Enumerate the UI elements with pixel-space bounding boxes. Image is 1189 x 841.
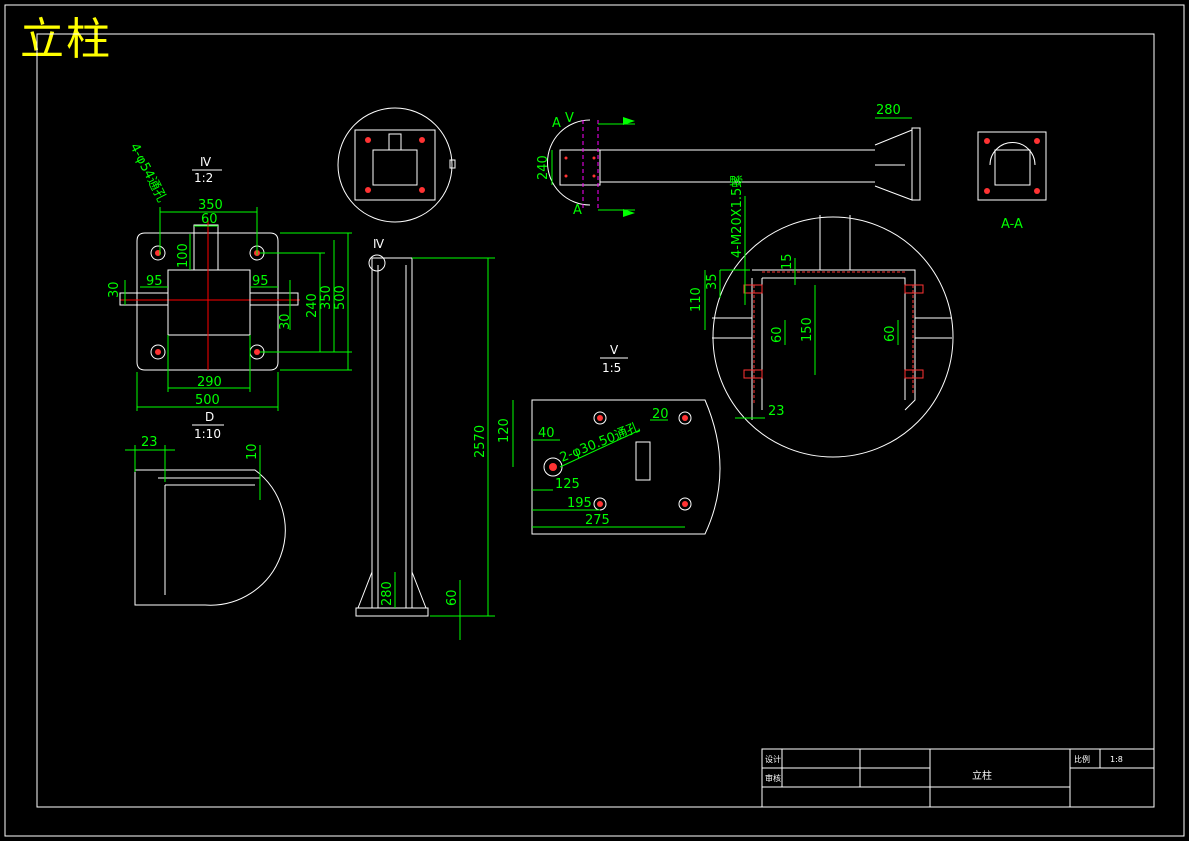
dim-240: 240 xyxy=(305,293,320,318)
detail-v-scale: 1:5 xyxy=(602,361,621,375)
detail-v-view: V 1:5 120 40 20 2-φ30.50通孔 125 1 xyxy=(497,343,721,535)
arm-dim-240: 240 xyxy=(536,155,551,180)
v-dim-40: 40 xyxy=(538,426,555,441)
dim-500-bottom: 500 xyxy=(195,393,220,408)
plate-view-label: Ⅳ xyxy=(200,155,211,169)
plate-view-scale: 1:2 xyxy=(194,171,213,185)
tb-scale-value: 1:8 xyxy=(1110,755,1123,764)
inner-frame xyxy=(36,33,1155,808)
column-section xyxy=(167,269,251,336)
corner-detail: 23 10 xyxy=(125,435,286,606)
plate-hole-note: 4-φ54通孔 xyxy=(126,141,168,205)
drawing-title: 立柱 xyxy=(20,14,112,65)
outer-frame xyxy=(4,4,1185,837)
dim-30-right: 30 xyxy=(278,313,293,330)
column-elevation: Ⅳ 2570 280 60 xyxy=(355,237,495,640)
corner-dim-23: 23 xyxy=(141,435,158,450)
column-dim-280: 280 xyxy=(380,581,395,606)
big-dim-23: 23 xyxy=(768,404,785,419)
section-aa-view: A-A xyxy=(977,131,1047,232)
v-dim-275: 275 xyxy=(585,513,610,528)
corner-dim-10: 10 xyxy=(245,443,260,460)
v-dim-195: 195 xyxy=(567,496,592,511)
v-dim-120: 120 xyxy=(497,418,512,443)
big-dim-110: 110 xyxy=(689,287,704,312)
big-dim-60-right: 60 xyxy=(883,325,898,342)
detail-d-scale: 1:10 xyxy=(194,427,221,441)
big-detail-circle: 4-M20X1.5螺 15 35 110 60 150 60 23 xyxy=(689,175,954,458)
dim-350-top: 350 xyxy=(198,198,223,213)
column-dim-2570: 2570 xyxy=(473,425,488,458)
top-view-circle xyxy=(337,107,456,223)
v-dim-125: 125 xyxy=(555,477,580,492)
side-arm-view: A V A 240 280 xyxy=(536,103,921,218)
detail-v-label: V xyxy=(610,343,619,357)
section-a-top: A xyxy=(552,116,561,131)
dim-60-top: 60 xyxy=(201,212,218,227)
dim-290: 290 xyxy=(197,375,222,390)
thread-note: 4-M20X1.5螺 xyxy=(730,175,745,258)
tb-scale-label: 比例 xyxy=(1074,754,1090,764)
title-block xyxy=(761,748,1155,808)
arm-dim-280: 280 xyxy=(876,103,901,118)
tb-drawing-name: 立柱 xyxy=(972,769,992,782)
big-dim-150: 150 xyxy=(800,317,815,342)
big-dim-35: 35 xyxy=(705,273,720,290)
dim-30-left: 30 xyxy=(107,281,122,298)
dim-100: 100 xyxy=(176,243,191,268)
base-plate-outline xyxy=(136,232,279,371)
view-v-arrow: V xyxy=(565,111,574,126)
big-dim-15: 15 xyxy=(780,253,795,270)
tb-check-label: 审核 xyxy=(765,773,781,783)
big-dim-60-left: 60 xyxy=(770,326,785,343)
top-slot xyxy=(193,224,219,271)
dim-350-right: 350 xyxy=(319,285,334,310)
v-hole-note: 2-φ30.50通孔 xyxy=(558,420,642,466)
dim-95-right: 95 xyxy=(252,274,269,289)
dim-95-left: 95 xyxy=(146,274,163,289)
section-aa-label: A-A xyxy=(1001,217,1023,232)
dim-500-right: 500 xyxy=(333,285,348,310)
plate-top-view: Ⅳ 1:2 4-φ54通孔 xyxy=(107,141,352,441)
column-dim-60: 60 xyxy=(445,589,460,606)
section-a-bottom: A xyxy=(573,203,582,218)
v-dim-20: 20 xyxy=(652,407,669,422)
detail-d-label: D xyxy=(205,410,214,424)
column-label: Ⅳ xyxy=(373,237,384,251)
tb-design-label: 设计 xyxy=(765,754,781,764)
